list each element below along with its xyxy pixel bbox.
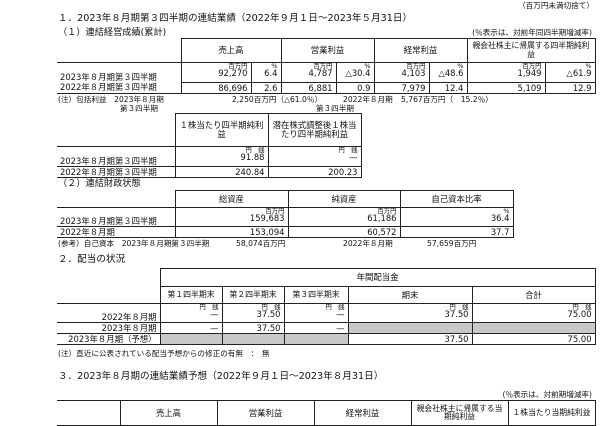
row-label: 2023年８月期第３四半期	[60, 72, 157, 82]
col-total-assets: 総資産	[174, 190, 289, 208]
row-label: 2022年８月期	[57, 303, 161, 323]
col-q2: 第２四半期末	[221, 286, 285, 304]
col-diluted-eps: 潜在株式調整後１株当たり四半期純利益	[267, 113, 362, 147]
eps-table: １株当たり四半期純利益 潜在株式調整後１株当たり四半期純利益 2023年８月期第…	[57, 113, 362, 178]
section3-note: (％表示は、対前期増減率)	[502, 390, 592, 399]
value: 92,270	[218, 68, 248, 79]
row-label: 2023年８月期（予想）	[57, 333, 161, 345]
col-q3: 第３四半期末	[283, 286, 349, 304]
row-label: 2022年８月期	[57, 226, 176, 238]
forecast-table: 売上高 営業利益 経常利益 親会社株主に帰属する当期純利益 １株当たり当期純利益	[57, 400, 596, 426]
row-label: 2023年８月期	[57, 322, 161, 334]
dividend-note: (注）直近に公表されている配当予想からの修正の有無 ： 無	[58, 349, 270, 358]
col-q1: 第１四半期末	[159, 286, 223, 304]
col-net-profit: 親会社株主に帰属する四半期純利益	[466, 38, 596, 63]
unit-note: （百万円未満切捨て）	[518, 1, 594, 10]
col-sales: 売上高	[180, 38, 282, 63]
row-label: 2023年８月期第３四半期	[57, 146, 176, 167]
col-sales: 売上高	[119, 400, 218, 426]
comprehensive-income-2022-label: 2022年８月期	[343, 95, 393, 104]
comprehensive-income-2023: 2,250百万円（△61.0％）	[232, 95, 323, 104]
col-net-assets: 純資産	[287, 190, 401, 208]
comprehensive-income-2022: 5,767百万円（ 15.2％）	[401, 95, 493, 104]
col-operating-profit: 営業利益	[216, 400, 315, 426]
annual-dividend-header: 年間配当金	[159, 268, 596, 287]
col-eps: １株当たり四半期純利益	[174, 113, 269, 147]
section2-title: ２．配当の状況	[58, 254, 126, 265]
sub2-title: （２）連結財政状態	[58, 178, 141, 189]
col-total: 合計	[471, 286, 596, 304]
col-equity-ratio: 自己資本比率	[399, 190, 514, 208]
dividend-table: 年間配当金 第１四半期末 第２四半期末 第３四半期末 期末 合計 2022年８月…	[57, 268, 596, 345]
sub1-note: (％表示は、対前年同四半期増減率)	[472, 28, 592, 37]
comprehensive-income-label: (注）包括利益 2023年８月期	[58, 95, 164, 104]
row-label: 2022年８月期第３四半期	[57, 82, 182, 94]
row-label: 2022年８月期第３四半期	[57, 166, 176, 178]
section3-title: ３．2023年８月期の連結業績予想（2022年９月１日～2023年８月31日）	[58, 371, 384, 382]
col-net-profit: 親会社株主に帰属する当期純利益	[410, 400, 509, 426]
col-ordinary-profit: 経常利益	[313, 400, 412, 426]
equity-ref-2023: 58,074百万円	[236, 239, 286, 248]
col-ordinary-profit: 経常利益	[373, 38, 468, 63]
col-operating-profit: 営業利益	[280, 38, 375, 63]
sub1-title: （１）連結経営成績(累計)	[58, 27, 167, 38]
col-year-end: 期末	[347, 286, 473, 304]
equity-ref-label: (参考）自己資本 2023年８月期第３四半期	[58, 239, 210, 248]
col-eps: １株当たり当期純利益	[507, 400, 596, 426]
section1-title: １．2023年８月期第３四半期の連結業績（2022年９月１日～2023年５月31…	[58, 13, 413, 24]
equity-ref-2022: 57,659百万円	[427, 239, 477, 248]
row-label: 2023年８月期第３四半期	[57, 207, 176, 227]
equity-ref-2022-label: 2022年８月期	[343, 239, 393, 248]
